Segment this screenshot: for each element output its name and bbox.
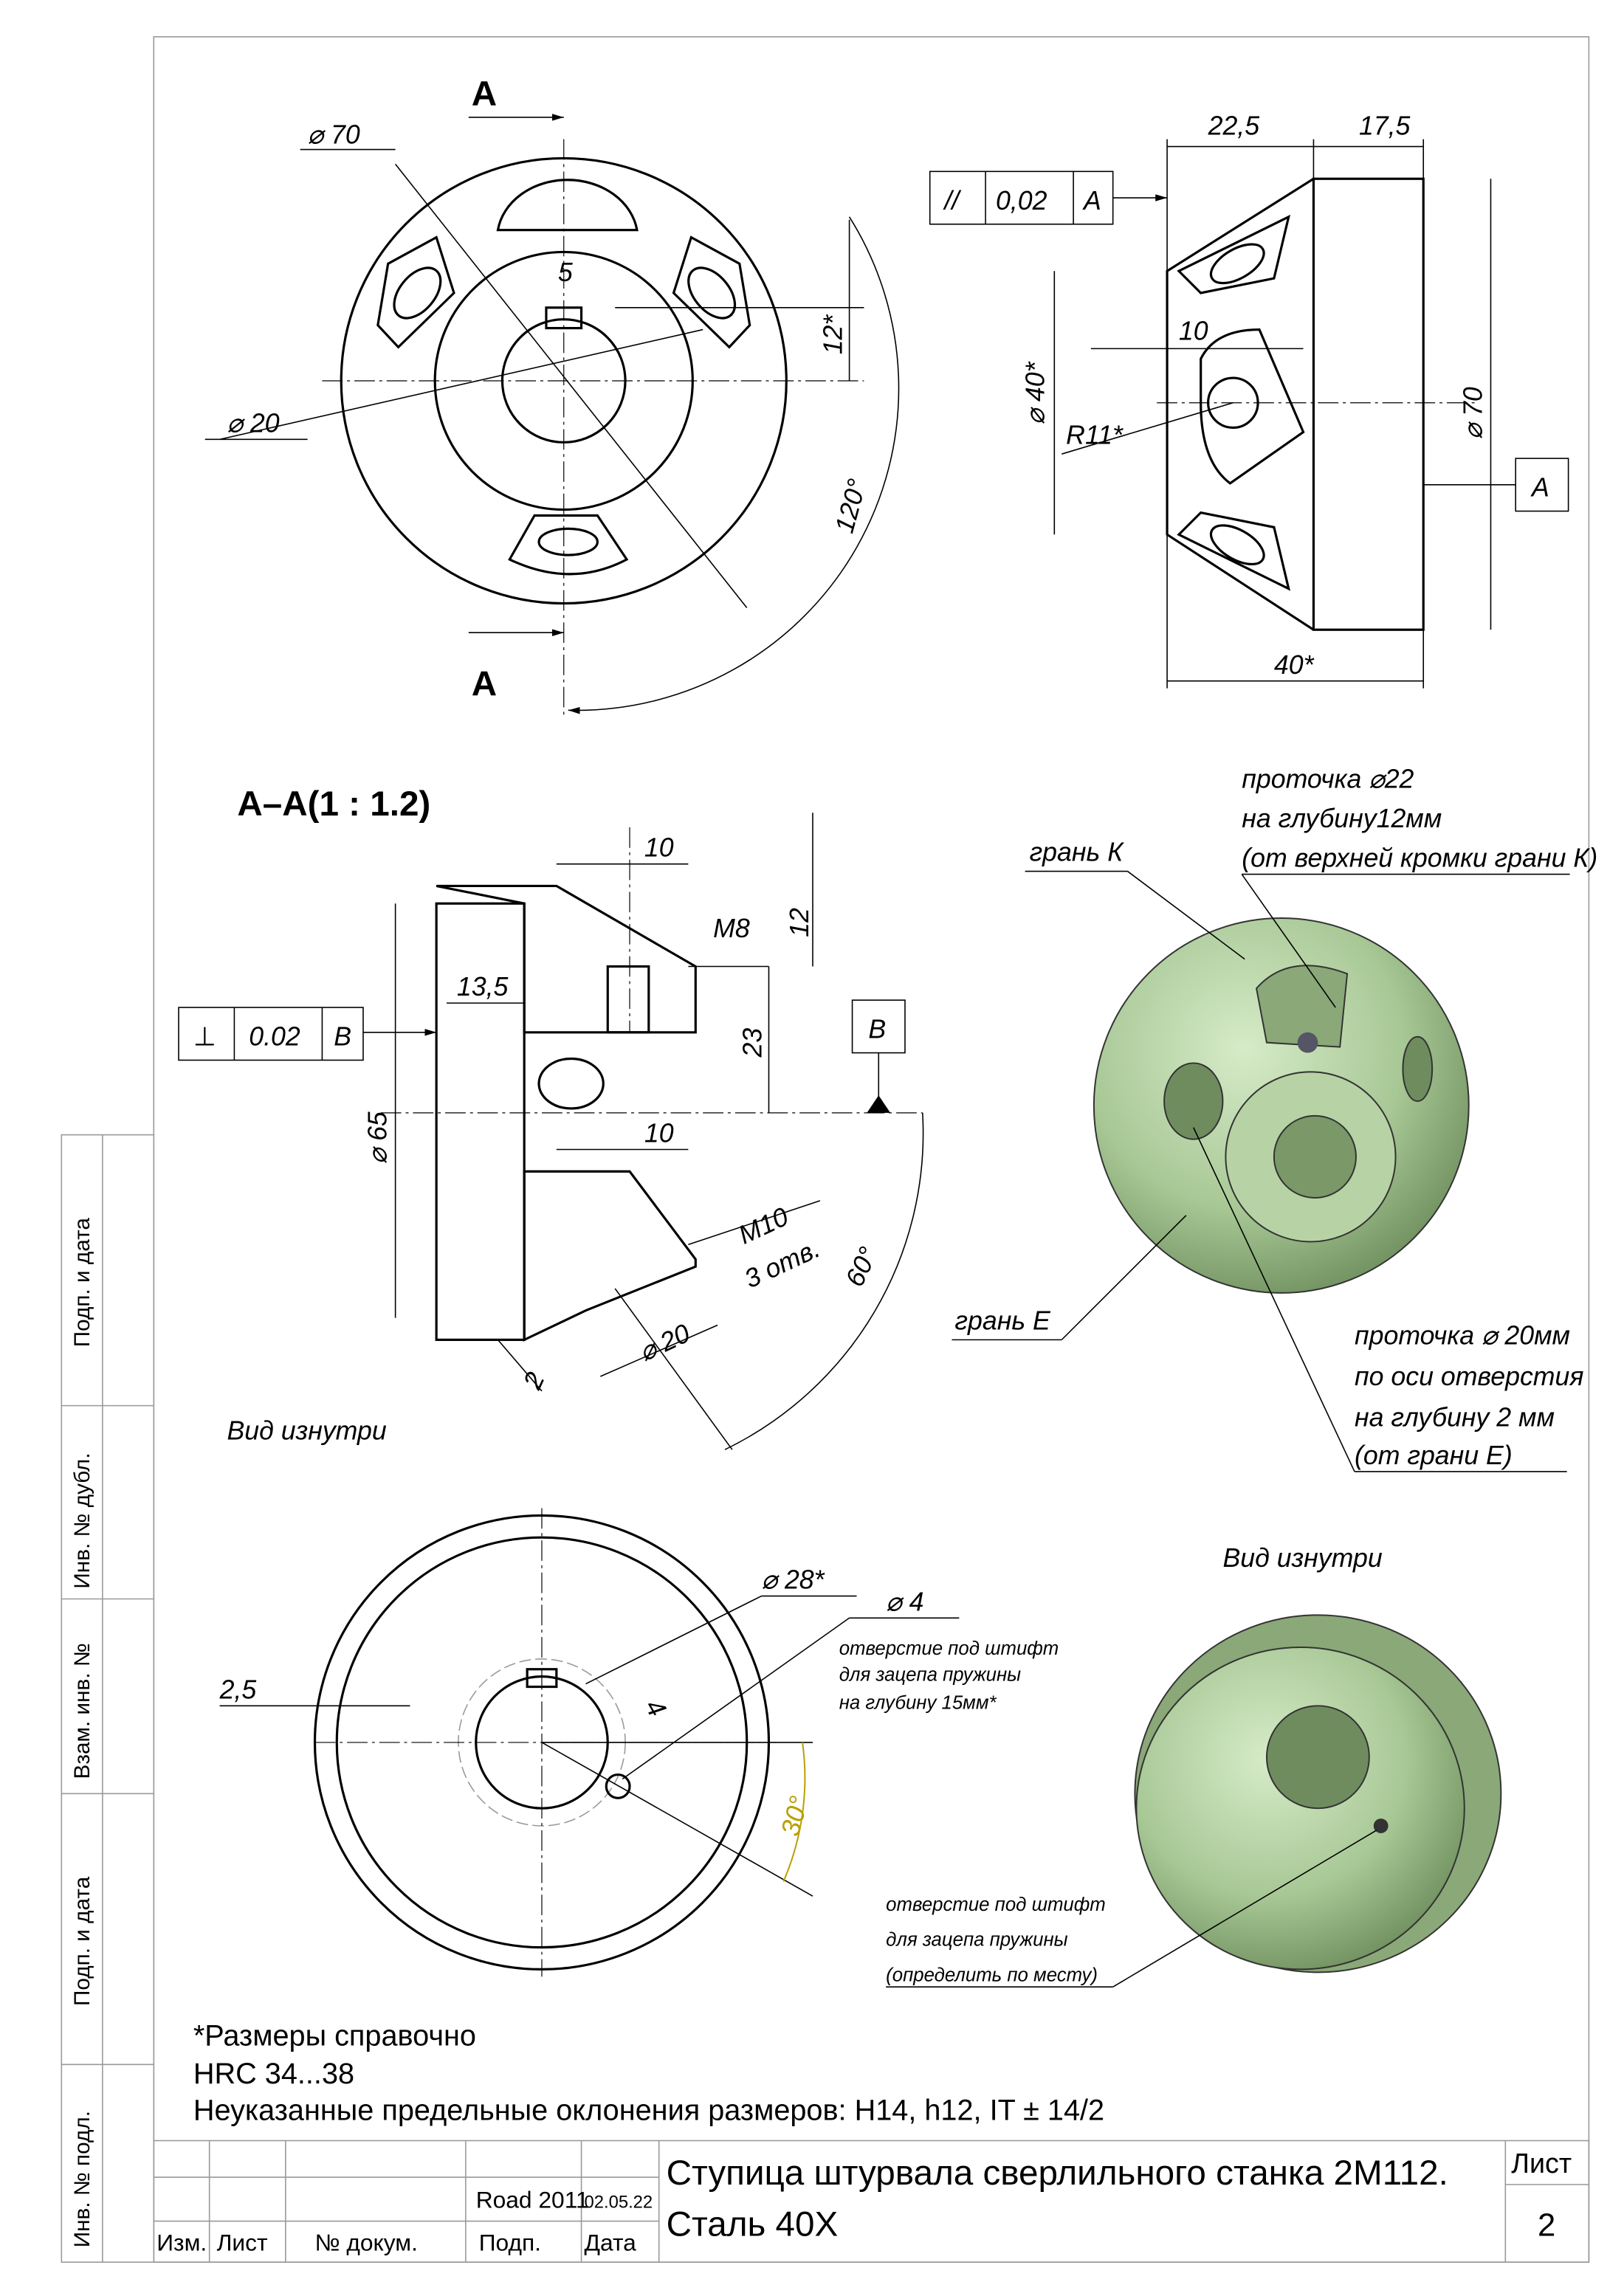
face-k-label: грань К (1030, 838, 1125, 867)
strip-label: Подп. и дата (70, 1876, 94, 2006)
pin-note2-line: отверстие под штифт (886, 1895, 1106, 1915)
strip-label: Подп. и дата (70, 1218, 94, 1348)
general-notes: *Размеры справочно HRC 34...38 Неуказанн… (193, 2020, 1104, 2127)
tolerance-symbol: // (943, 186, 962, 216)
dim-13-5: 13,5 (457, 972, 509, 1002)
section-mark: A (472, 75, 497, 114)
section-mark: A (472, 665, 497, 704)
note-line: Неуказанные предельные оклонения размеро… (193, 2095, 1104, 2127)
tolerance-value: 0.02 (249, 1022, 300, 1052)
dim-depth: 10 (1179, 316, 1208, 345)
inner-view: ⌀ 28* ⌀ 4 отверстие под штифт для зацепа… (219, 1508, 1502, 1988)
dim-right-width: 17,5 (1359, 111, 1411, 141)
dim-length: 40* (1274, 650, 1315, 680)
dim-28: ⌀ 28* (762, 1565, 825, 1595)
signer-name: Road 2011 (476, 2187, 589, 2213)
header-izm: Изм. (156, 2229, 207, 2255)
note-k-line: (от верхней кромки грани К) (1242, 844, 1597, 873)
dim-top-10: 10 (644, 833, 674, 863)
strip-label: Инв. № подл. (70, 2111, 94, 2247)
pin-note2-line: для зацепа пружины (886, 1930, 1067, 1951)
datum-label: B (868, 1015, 886, 1044)
dim-65: ⌀ 65 (363, 1111, 393, 1164)
note-e-line: (от грани Е) (1355, 1441, 1513, 1470)
header-doc: № докум. (315, 2229, 418, 2255)
header-list: Лист (217, 2229, 268, 2255)
note-e-line: по оси отверстия (1355, 1362, 1583, 1391)
dim-4-small: 4 (639, 1694, 672, 1721)
note-k-line: проточка ⌀22 (1242, 764, 1414, 793)
note-k-line: на глубину12мм (1242, 804, 1442, 833)
view-caption: Вид изнутри (1222, 1543, 1382, 1573)
section-title: A–A(1 : 1.2) (237, 785, 430, 824)
header-date: Дата (585, 2229, 637, 2255)
tolerance-symbol: ⊥ (193, 1022, 216, 1052)
dim-outer: ⌀ 70 (308, 120, 360, 150)
drawing-title: Ступица штурвала сверлильного станка 2М1… (667, 2154, 1448, 2193)
title-block: Road 2011 02.05.22 Изм. Лист № докум. По… (153, 2140, 1590, 2263)
strip-label: Инв. № дубл. (70, 1452, 94, 1588)
datum-label: A (1530, 473, 1549, 503)
sheet-label: Лист (1511, 2148, 1572, 2179)
sheet-number: 2 (1538, 2207, 1555, 2243)
top-view: A A ⌀ 70 5 12* ⌀ 20 120° (204, 75, 900, 718)
strip-label: Взам. инв. № (70, 1643, 94, 1779)
dim-20: ⌀ 20 (634, 1318, 694, 1367)
material: Сталь 40Х (667, 2204, 839, 2244)
tolerance-datum: B (334, 1022, 351, 1052)
dim-angle: 60° (839, 1243, 883, 1292)
dim-bore: ⌀ 20 (227, 408, 279, 438)
face-e-label: грань Е (954, 1306, 1051, 1335)
dim-23: 23 (738, 1028, 768, 1058)
dim-mid-10: 10 (644, 1119, 674, 1148)
header-sign: Подп. (479, 2229, 541, 2255)
side-strip: Подп. и дата Инв. № дубл. Взам. инв. № П… (70, 1218, 94, 2248)
pin-note-line: для зацепа пружины (839, 1665, 1021, 1686)
note-line: *Размеры справочно (193, 2020, 476, 2052)
view-caption: Вид изнутри (227, 1416, 386, 1445)
section-view: A–A(1 : 1.2) 10 12 M8 13,5 ⊥ 0.02 B 23 (178, 785, 924, 1450)
dim-radius: R11* (1066, 420, 1124, 449)
dim-key-depth: 12* (819, 314, 848, 355)
dim-12: 12 (785, 908, 814, 937)
tolerance-value: 0,02 (996, 186, 1047, 216)
note-e-line: на глубину 2 мм (1355, 1402, 1555, 1432)
note-line: HRC 34...38 (193, 2058, 354, 2090)
thread-top: M8 (713, 914, 750, 943)
dim-face-dia: ⌀ 40* (1020, 361, 1050, 424)
dim-2-5: 2,5 (219, 1675, 257, 1704)
thread-bottom: M10 (734, 1202, 793, 1250)
tolerance-datum: A (1082, 186, 1101, 216)
dim-key: 5 (558, 258, 573, 287)
dim-angle: 120° (830, 476, 873, 537)
pin-note2-line: (определить по месту) (886, 1965, 1098, 1985)
iso-view: проточка ⌀22 на глубину12мм (от верхней … (952, 764, 1597, 1472)
dim-2: 2 (517, 1368, 551, 1394)
note-e-line: проточка ⌀ 20мм (1355, 1320, 1570, 1350)
sign-date: 02.05.22 (585, 2193, 653, 2213)
dim-4: ⌀ 4 (886, 1587, 923, 1616)
dim-outer: ⌀ 70 (1459, 387, 1488, 439)
dim-angle: 30° (775, 1793, 814, 1838)
pin-note-line: на глубину 15мм* (839, 1692, 997, 1713)
side-view: 22,5 17,5 // 0,02 A 10 ⌀ 40* R11* ⌀ 70 A… (929, 111, 1569, 689)
dim-left-width: 22,5 (1208, 111, 1260, 141)
pin-note-line: отверстие под штифт (839, 1638, 1059, 1659)
